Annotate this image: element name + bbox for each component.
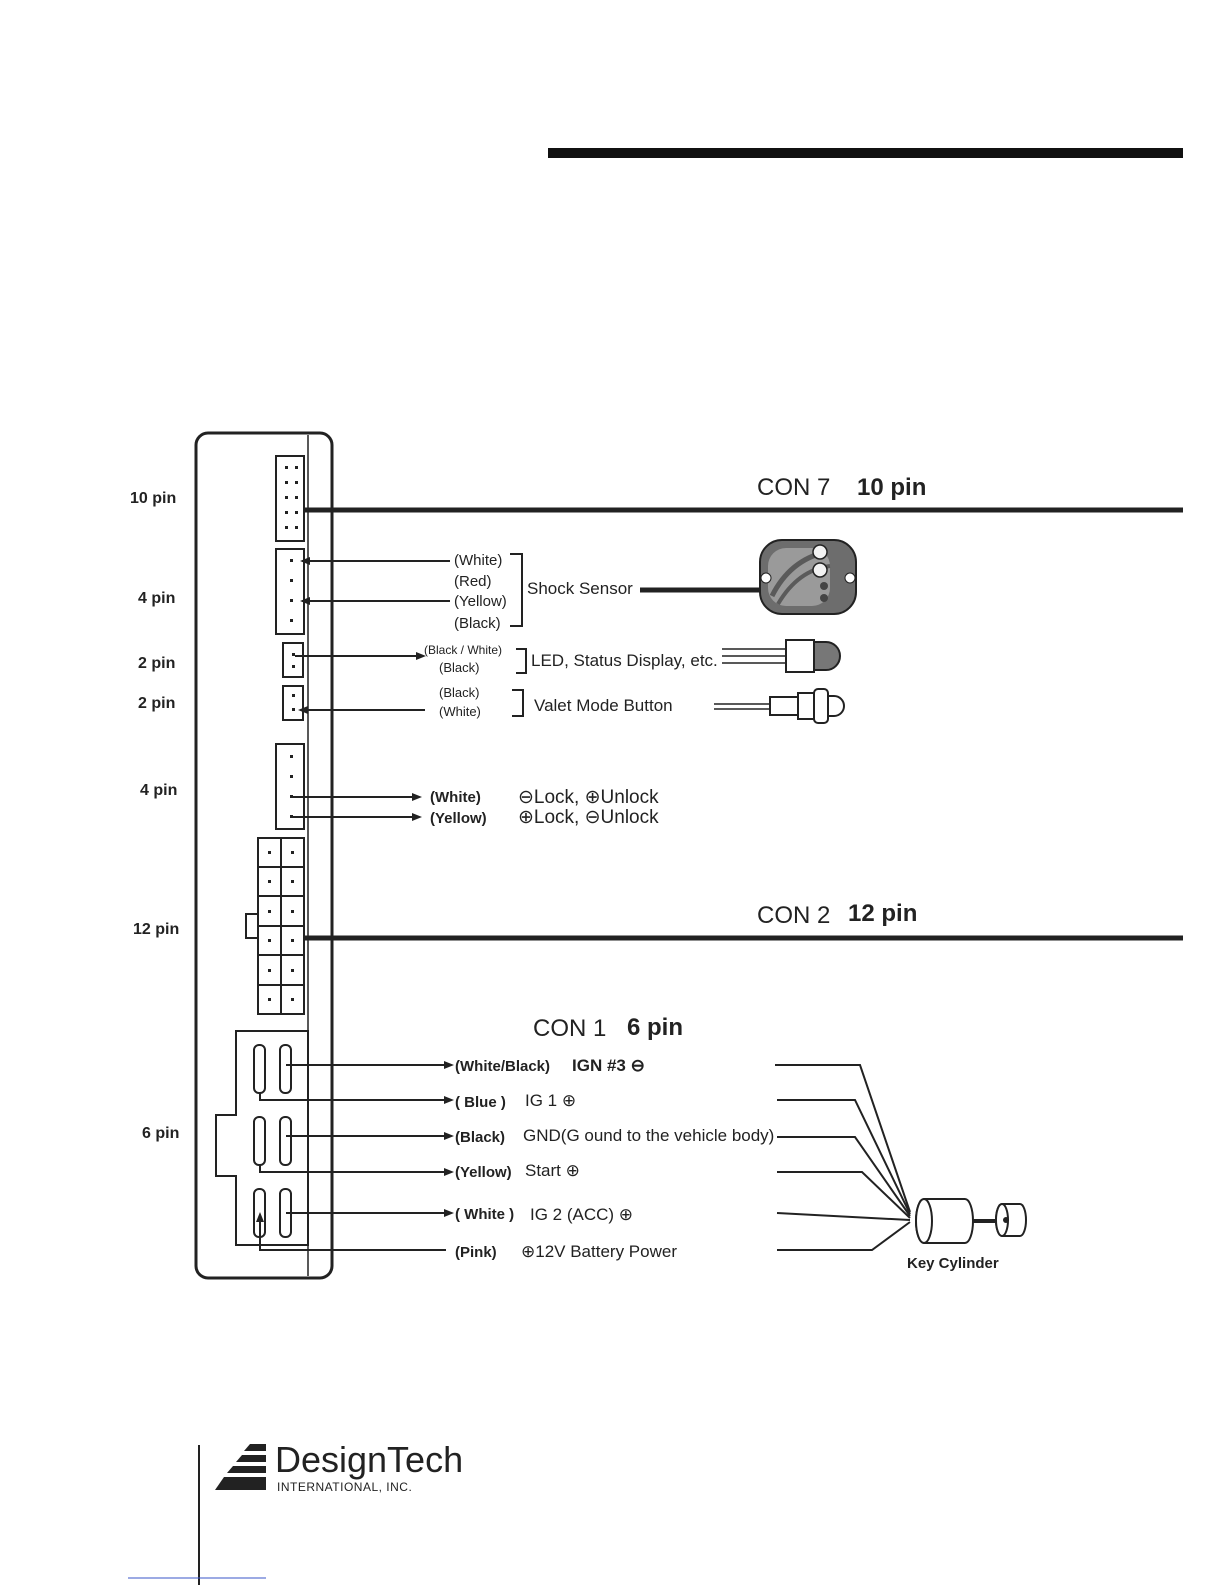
shock-wire-yellow: (Yellow) xyxy=(454,593,507,610)
pin-label-4a: 4 pin xyxy=(138,590,175,607)
con1-func-ig1: IG 1 ⊕ xyxy=(525,1091,576,1110)
led-wire-black: (Black) xyxy=(439,660,479,675)
pin-label-2b: 2 pin xyxy=(138,695,175,712)
pin-label-4b: 4 pin xyxy=(140,782,177,799)
valet-wire-white: (White) xyxy=(439,704,481,719)
con1-arrows xyxy=(256,1061,454,1222)
con1-wire-black: (Black) xyxy=(455,1129,505,1146)
key-cylinder-wires xyxy=(775,1064,911,1251)
lock-wire-white: (White) xyxy=(430,789,481,806)
led-icon xyxy=(722,639,841,673)
shock-wire-black: (Black) xyxy=(454,615,501,632)
con1-pins: 6 pin xyxy=(627,1014,683,1041)
lock-func-2: ⊕Lock, ⊖Unlock xyxy=(518,807,659,828)
header-bar xyxy=(548,148,1183,158)
con1-func-start: Start ⊕ xyxy=(525,1161,580,1180)
con1-func-ign3: IGN #3 ⊖ xyxy=(572,1056,645,1075)
con7-connector xyxy=(275,455,305,542)
con1-wire-pink: (Pink) xyxy=(455,1244,497,1261)
key-cylinder-icon xyxy=(915,1198,1027,1244)
con1-wire-whiteblack: (White/Black) xyxy=(455,1058,550,1075)
valet-wire-black: (Black) xyxy=(439,685,479,700)
led-connector xyxy=(282,642,304,678)
pin-label-6: 6 pin xyxy=(142,1125,179,1142)
shock-wire-red: (Red) xyxy=(454,573,492,590)
con2-connector xyxy=(245,837,305,1015)
pin-label-10: 10 pin xyxy=(130,490,176,507)
con2-pins: 12 pin xyxy=(848,900,917,927)
con1-connector xyxy=(215,1030,309,1246)
con1-name: CON 1 xyxy=(533,1015,606,1042)
led-label: LED, Status Display, etc. xyxy=(531,651,718,670)
con1-func-ig2: IG 2 (ACC) ⊕ xyxy=(530,1205,633,1224)
led-wire-blackwhite: (Black / White) xyxy=(424,643,502,657)
lock-wire-yellow: (Yellow) xyxy=(430,810,487,827)
con1-wire-blue: ( Blue ) xyxy=(455,1094,506,1111)
con7-pins: 10 pin xyxy=(857,474,926,501)
valet-button-icon xyxy=(714,688,845,724)
logo-name: DesignTech xyxy=(275,1439,463,1480)
con7-name: CON 7 xyxy=(757,474,830,501)
pin-label-2a: 2 pin xyxy=(138,655,175,672)
con1-func-battery: ⊕12V Battery Power xyxy=(521,1242,677,1261)
shock-wire-white: (White) xyxy=(454,552,502,569)
key-cylinder-label: Key Cylinder xyxy=(907,1255,999,1272)
con1-wire-white: ( White ) xyxy=(455,1206,514,1223)
shock-sensor-label: Shock Sensor xyxy=(527,579,633,598)
lock-connector xyxy=(275,743,305,830)
pin-label-12: 12 pin xyxy=(133,921,179,938)
designtech-logo: DesignTech INTERNATIONAL, INC. xyxy=(198,1439,463,1585)
valet-connector xyxy=(282,685,304,721)
shock-sensor-connector xyxy=(275,548,305,635)
con2-name: CON 2 xyxy=(757,902,830,929)
valet-label: Valet Mode Button xyxy=(534,696,673,715)
logo-subtitle: INTERNATIONAL, INC. xyxy=(277,1480,412,1494)
con1-wire-yellow: (Yellow) xyxy=(455,1164,512,1181)
shock-sensor-icon xyxy=(759,539,857,615)
con1-wires xyxy=(259,1064,446,1251)
lock-func-1: ⊖Lock, ⊕Unlock xyxy=(518,787,659,808)
con1-func-gnd: GND(G ound to the vehicle body) xyxy=(523,1126,774,1145)
